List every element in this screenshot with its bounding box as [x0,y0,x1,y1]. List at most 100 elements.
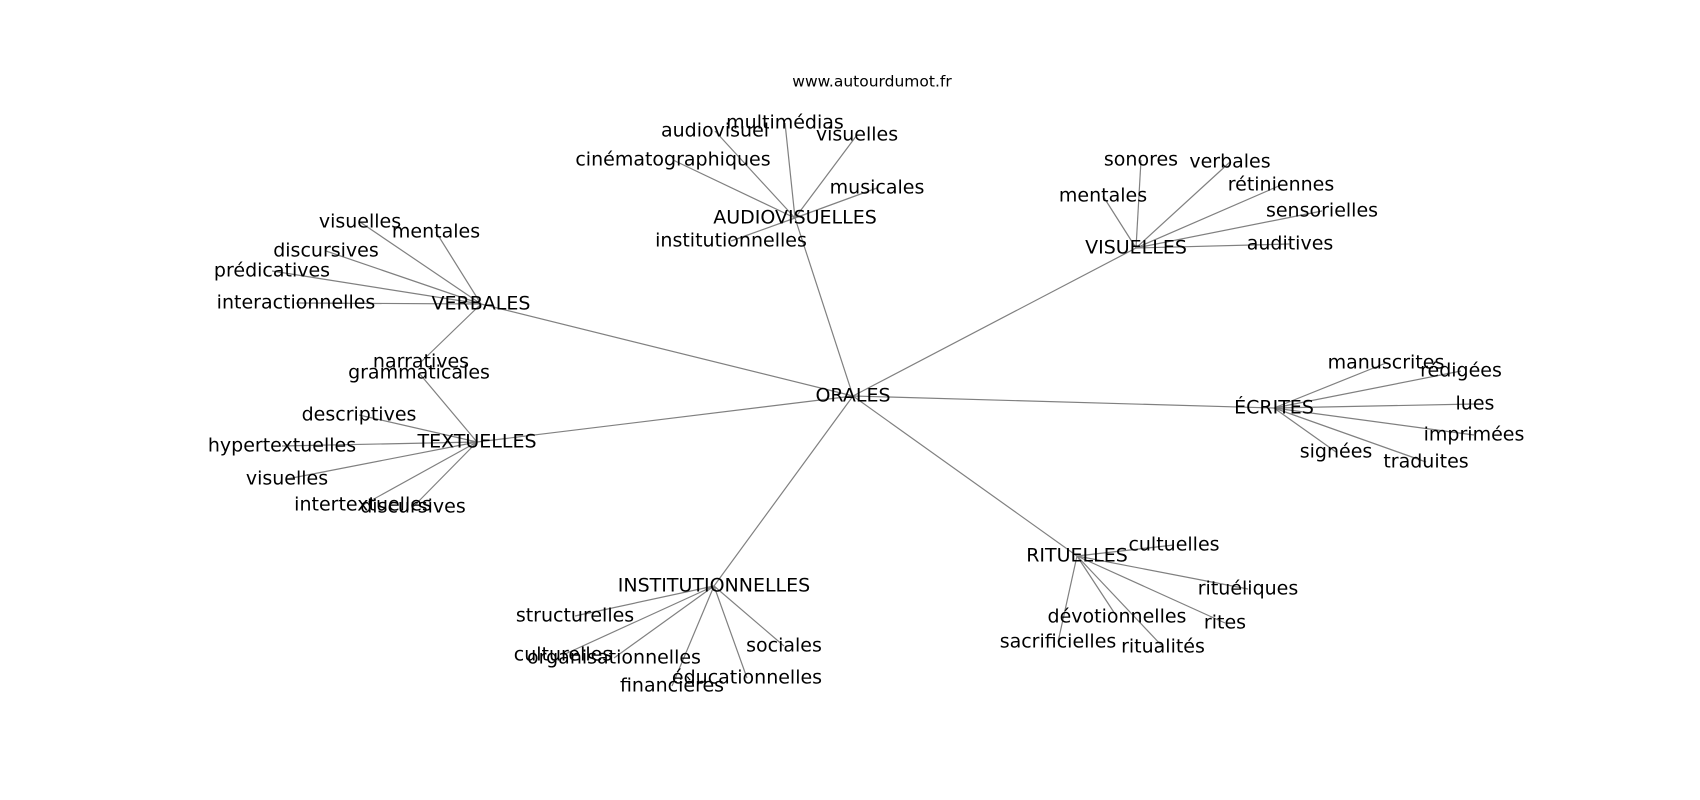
edge-center-to-hub [794,217,854,397]
edge-center-to-hub [852,247,1137,397]
edge-hub-to-word [1273,407,1337,453]
center-node-label: ORALES [815,385,890,407]
edge-hub-to-word [784,122,796,219]
edge-hub-to-word [420,303,482,363]
leaf-node-label: sonores [1104,149,1178,171]
edge-hub-to-word [418,372,478,443]
edge-hub-to-word [1135,184,1282,249]
leaf-node-label: rituéliques [1198,578,1299,600]
edge-center-to-hub [852,395,1078,557]
edge-hub-to-word [1076,555,1118,618]
edge-center-to-hub [476,395,854,443]
edge-center-to-hub [852,395,1275,409]
leaf-node-label: mentales [1059,185,1147,207]
edge-hub-to-word [794,187,878,219]
leaf-node-label: intertextuelles [294,494,432,516]
edge-hub-to-word [281,441,478,447]
edge-hub-to-word [713,585,748,679]
leaf-node-label: structurelles [516,605,634,627]
leaf-node-label: rétiniennes [1228,174,1335,196]
leaf-node-label: narratives [373,351,469,373]
leaf-node-label: prédicatives [214,260,330,282]
edge-hub-to-word [1135,243,1291,249]
leaf-node-label: visuelles [319,211,401,233]
edge-hub-to-word [286,441,478,480]
leaf-node-label: lues [1456,393,1495,415]
leaf-node-label: musicales [830,177,925,199]
leaf-node-label: sociales [746,635,822,657]
edge-hub-to-word [713,585,785,647]
edge-hub-to-word [1135,210,1323,249]
leaf-node-label: imprimées [1424,424,1525,446]
leaf-node-label: hypertextuelles [208,435,356,457]
leaf-node-label: manuscrites [1328,352,1445,374]
edge-hub-to-word [1076,544,1175,557]
leaf-node-label: rédigées [1420,360,1502,382]
leaf-node-label: auditives [1247,233,1334,255]
hub-node-label: RITUELLES [1026,545,1128,567]
leaf-node-label: organisationnelles [527,647,701,669]
leaf-node-label: financières [620,675,724,697]
edge-center-to-hub [713,395,854,587]
leaf-node-label: culturelles [514,644,613,666]
leaf-node-label: grammaticales [348,362,490,384]
leaf-node-label: discursives [273,240,379,262]
leaf-node-label: audiovisuel [661,120,769,142]
leaf-node-label: cultuelles [1128,534,1219,556]
edge-hub-to-word [362,441,478,506]
edge-hub-to-word [1135,161,1231,249]
hub-node-label: AUDIOVISUELLES [713,207,877,229]
edge-center-to-hub [480,303,854,397]
leaf-node-label: visuelles [816,124,898,146]
edge-hub-to-word [1076,555,1164,648]
edge-hub-to-word [1273,407,1427,463]
leaf-node-label: sacrificielles [1000,631,1117,653]
leaf-node-label: éducationnelles [672,667,822,689]
leaf-node-label: cinématographiques [575,149,770,171]
edge-hub-to-word [358,414,478,443]
edge-hub-to-word [1273,403,1476,409]
leaf-node-label: rites [1204,612,1246,634]
edge-hub-to-word [1135,159,1142,249]
edge-hub-to-word [714,130,796,219]
edge-hub-to-word [672,159,796,219]
hub-node-label: VERBALES [432,293,531,315]
leaf-node-label: sensorielles [1266,200,1378,222]
leaf-node-label: dévotionnelles [1048,606,1187,628]
edge-hub-to-word [574,585,715,617]
hub-node-label: VISUELLES [1085,237,1187,259]
leaf-node-label: mentales [392,221,480,243]
hub-node-label: ÉCRITES [1234,396,1314,419]
leaf-node-label: discursives [360,496,466,518]
edge-hub-to-word [613,585,715,659]
hub-node-label: INSTITUTIONNELLES [618,575,810,597]
edge-hub-to-word [1273,362,1387,409]
edge-hub-to-word [295,302,482,305]
leaf-node-label: interactionnelles [217,292,376,314]
edge-hub-to-word [671,585,715,687]
edge-hub-to-word [1102,195,1137,249]
leaf-node-label: institutionnelles [655,230,807,252]
edges-layer [271,122,1476,687]
leaf-node-label: multimédias [726,112,844,134]
edge-hub-to-word [412,441,478,508]
edge-hub-to-word [1076,555,1249,590]
leaf-node-label: descriptives [302,404,417,426]
edge-hub-to-word [730,217,796,242]
leaf-node-label: traduites [1383,451,1468,473]
edge-hub-to-word [271,270,482,305]
edge-hub-to-word [1057,555,1078,643]
leaf-node-label: verbales [1189,151,1270,173]
edge-hub-to-word [1273,370,1462,409]
edge-hub-to-word [359,221,482,305]
edge-hub-to-word [435,231,482,305]
hub-node-label: TEXTUELLES [416,431,536,453]
edge-hub-to-word [1273,407,1475,436]
source-url: www.autourdumot.fr [792,73,952,91]
leaf-node-label: ritualités [1121,636,1205,658]
edge-hub-to-word [1076,555,1226,624]
leaf-node-label: signées [1300,441,1373,463]
edge-hub-to-word [325,250,482,305]
edge-hub-to-word [562,585,715,656]
